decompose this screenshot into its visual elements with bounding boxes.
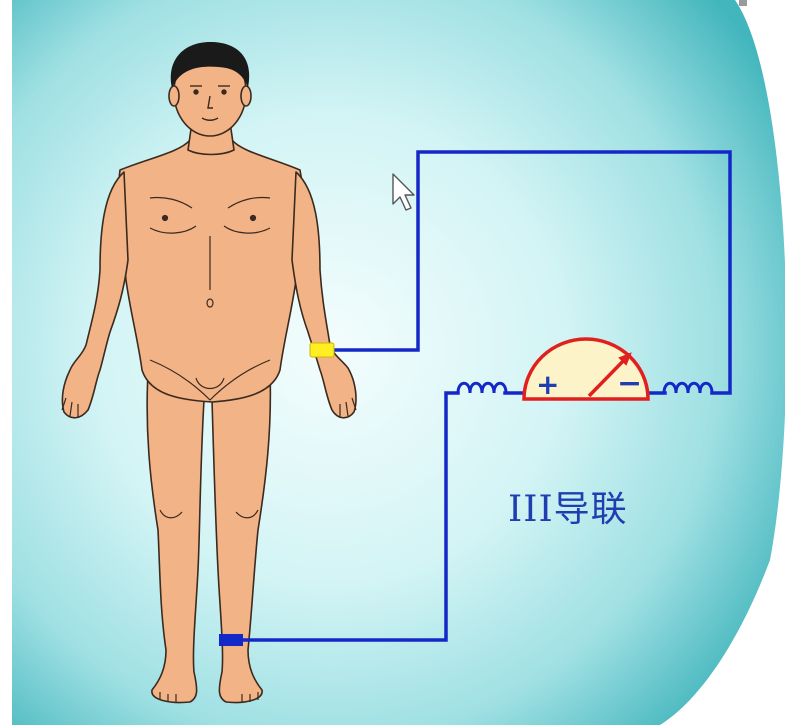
left-ear	[241, 86, 251, 106]
meter-minus-label: −	[617, 366, 642, 401]
right-ear	[169, 86, 179, 106]
torso	[119, 140, 303, 402]
top-left-margin	[0, 0, 12, 725]
lead-label: III导联	[508, 480, 628, 532]
meter-plus-label: +	[536, 368, 559, 401]
corner-mark	[739, 0, 747, 6]
electrode-left-arm	[310, 343, 334, 357]
electrode-left-leg	[219, 634, 243, 646]
